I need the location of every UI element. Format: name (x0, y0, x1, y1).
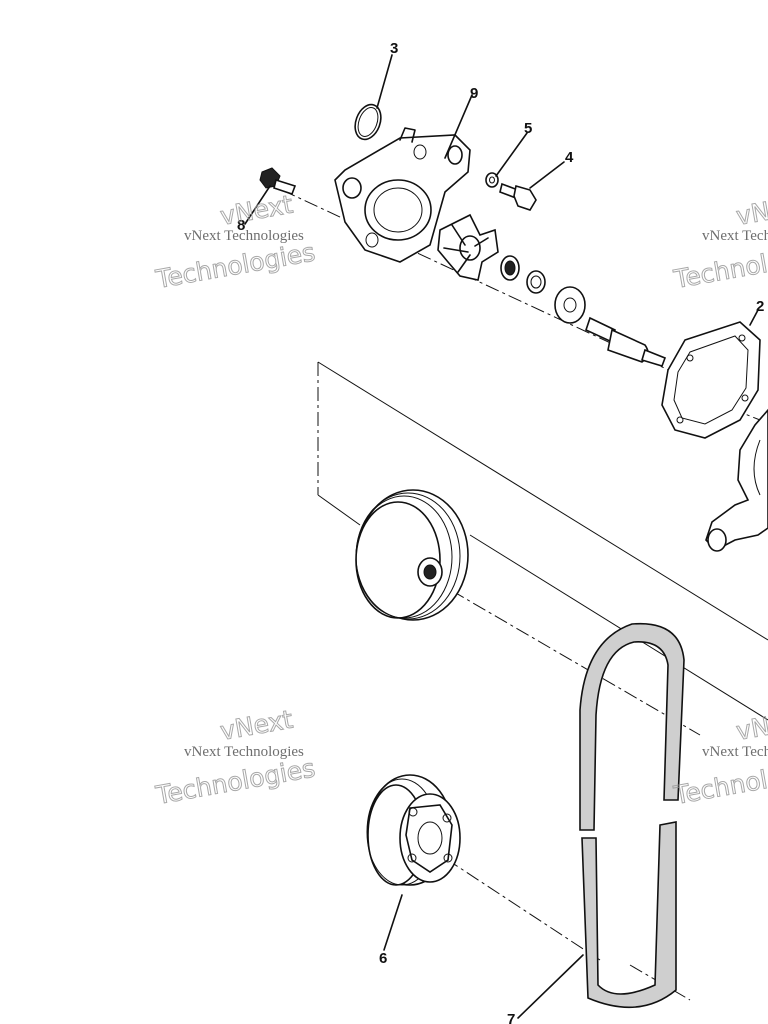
watermark-line3: Technologies (153, 237, 317, 294)
watermark-line1: vNext (218, 190, 295, 231)
callout-6: 6 (379, 950, 387, 967)
watermark-line2: vNext Technologies (184, 228, 304, 244)
pump-body-part (705, 408, 768, 552)
watermark-bottom-right: vNext vNext Technologies Technologies (671, 704, 768, 810)
watermark-line1: vNext (218, 705, 295, 746)
watermark-top-right: vNext vNext Technologies Technologies (671, 189, 768, 294)
bolt-part (485, 172, 537, 211)
seal-bearing-parts (500, 255, 586, 324)
pump-pulley-part (355, 489, 469, 621)
v-belt-part (579, 622, 685, 1009)
callout-3: 3 (390, 40, 398, 57)
watermark-line3: Technologies (671, 753, 768, 810)
watermark-line2: vNext Technologies (702, 744, 768, 760)
gasket-part (661, 321, 761, 439)
crank-pulley-part (366, 774, 461, 886)
callout-9: 9 (470, 85, 478, 102)
screw-part (259, 167, 297, 196)
watermark-line2: vNext Technologies (702, 228, 768, 244)
watermark-line1: vNext (734, 190, 768, 231)
callout-4: 4 (565, 149, 574, 166)
pump-shaft-part (585, 316, 667, 367)
callout-5: 5 (524, 120, 532, 137)
watermark-line3: Technologies (671, 237, 768, 294)
impeller-part (437, 213, 499, 281)
watermark-bottom-left: vNext vNext Technologies Technologies (153, 704, 318, 810)
callout-8: 8 (237, 217, 245, 234)
callout-2: 2 (756, 298, 764, 315)
watermark-line1: vNext (734, 705, 768, 746)
watermark-top-left: vNext vNext Technologies Technologies (153, 189, 318, 294)
watermark-line3: Technologies (153, 753, 317, 810)
callout-7: 7 (507, 1011, 515, 1024)
watermark-line2: vNext Technologies (184, 744, 304, 760)
axis-lines (281, 189, 768, 1001)
callout-numbers: 3 9 5 4 8 2 6 7 (237, 40, 764, 1024)
o-ring-part (354, 103, 382, 141)
pump-housing-part (334, 127, 471, 263)
leader-lines (244, 54, 759, 1019)
